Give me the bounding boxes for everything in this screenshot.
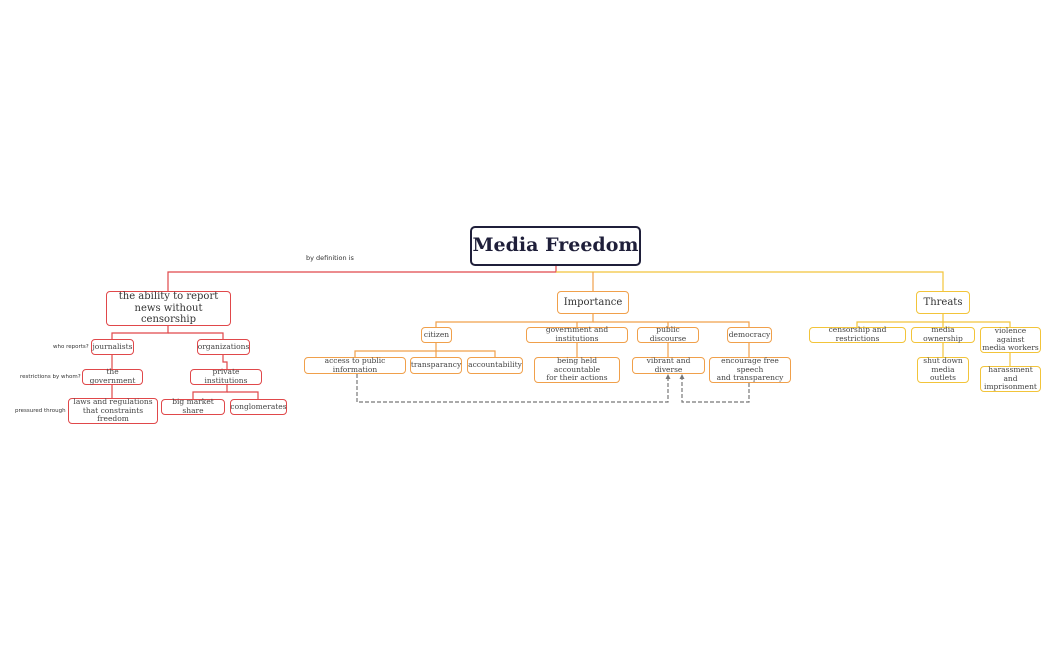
democracy-node[interactable]: democracy — [727, 327, 772, 343]
connector — [436, 350, 496, 357]
relationship-line — [681, 376, 750, 403]
connector — [556, 271, 944, 292]
connector — [111, 326, 169, 340]
harassment-node[interactable]: harassment and imprisonment — [980, 365, 1041, 392]
violence-node[interactable]: violence against media workers — [980, 326, 1041, 353]
media-ownership-node[interactable]: media ownership — [911, 326, 975, 343]
connector — [593, 321, 750, 327]
side-label-pressured: pressured through — [15, 408, 66, 414]
importance-topic[interactable]: Importance — [557, 291, 629, 314]
shut-down-outlets-node[interactable]: shut down media outlets — [917, 356, 969, 383]
side-label-who-reports: who reports? — [53, 344, 89, 350]
citizen-node[interactable]: citizen — [421, 327, 452, 343]
connector — [227, 391, 259, 399]
threats-topic[interactable]: Threats — [916, 291, 970, 314]
connector — [943, 321, 1011, 327]
government-node[interactable]: the government — [82, 368, 143, 385]
vibrant-diverse-node[interactable]: vibrant and diverse — [632, 356, 705, 374]
journalists-node[interactable]: journalists — [91, 339, 134, 355]
government-institutions-node[interactable]: government and institutions — [526, 326, 628, 343]
conglomerates-node[interactable]: conglomerates — [230, 399, 287, 415]
big-market-share-node[interactable]: big market share — [161, 398, 225, 415]
connector — [354, 343, 437, 357]
edge-label-definition: by definition is — [306, 254, 354, 262]
side-label-restrictions: restrictions by whom? — [20, 374, 81, 380]
access-public-info-node[interactable]: access to public information — [304, 356, 406, 374]
connector — [168, 332, 224, 340]
private-institutions-node[interactable]: private institutions — [190, 368, 262, 385]
accountability-node[interactable]: accountability — [467, 357, 523, 374]
definition-topic[interactable]: the ability to report news without censo… — [106, 291, 231, 326]
relationship-arrowhead — [665, 374, 671, 379]
connector — [222, 355, 228, 369]
connector — [167, 266, 557, 292]
public-discourse-node[interactable]: public discourse — [637, 326, 699, 343]
laws-regulations-node[interactable]: laws and regulations that constraints fr… — [68, 397, 158, 424]
connector — [192, 385, 228, 399]
free-speech-node[interactable]: encourage free speech and transparency — [709, 356, 791, 383]
relationship-line — [356, 374, 669, 403]
held-accountable-node[interactable]: being held accountable for their actions — [534, 356, 620, 383]
connector — [856, 314, 944, 327]
connector — [435, 314, 594, 327]
root-topic[interactable]: Media Freedom — [470, 226, 641, 266]
organizations-node[interactable]: organizations — [197, 339, 250, 355]
censorship-node[interactable]: censorship and restrictions — [809, 326, 906, 343]
transparancy-node[interactable]: transparancy — [410, 357, 462, 374]
relationship-arrowhead — [679, 374, 685, 379]
